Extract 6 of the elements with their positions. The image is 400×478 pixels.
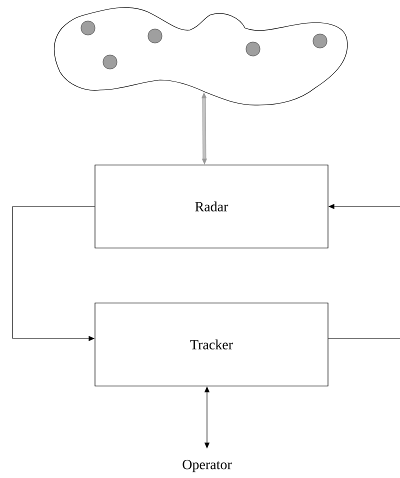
- process-box: Radar: [94, 164, 328, 248]
- line: [328, 338, 400, 339]
- cloud-drawing: [54, 7, 348, 106]
- operator-label: Operator: [182, 460, 232, 472]
- double-arrow: [202, 92, 207, 164]
- process-box: Tracker: [94, 302, 328, 386]
